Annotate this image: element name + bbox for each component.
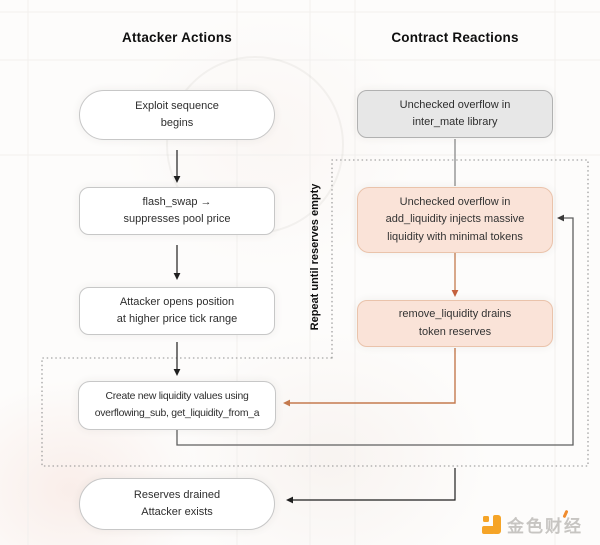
- node-text-line: at higher price tick range: [116, 313, 238, 325]
- arrow-removeliquidity-to-create: [283, 348, 456, 407]
- node-unchecked-overflow-inter-mate: Unchecked overflow in inter_mate library: [357, 90, 553, 138]
- column-header-contract-reactions: Contract Reactions: [391, 30, 519, 45]
- node-text-line: flash_swap →: [142, 195, 212, 208]
- arrow-addliquidity-to-removeliquidity: [451, 253, 459, 297]
- loop-create-to-addliquidity: [176, 214, 574, 446]
- repeat-loop-label: Repeat until reserves empty: [309, 183, 321, 331]
- node-text-line: suppresses pool price: [123, 213, 231, 225]
- node-reserves-drained: Reserves drained Attacker exists: [79, 478, 275, 530]
- node-text-line: Reserves drained: [133, 488, 221, 501]
- repeat-loop-dashed-region: [41, 159, 589, 467]
- node-attacker-opens-position: Attacker opens position at higher price …: [79, 287, 275, 335]
- jinse-logo-text: 金色财经: [507, 516, 583, 536]
- node-text-line: remove_liquidity drains: [398, 308, 512, 321]
- node-remove-liquidity-drains: remove_liquidity drains token reserves: [357, 300, 553, 347]
- node-text-line: Create new liquidity values using: [105, 391, 249, 403]
- node-text-line: overflowing_sub, get_liquidity_from_a: [94, 407, 260, 419]
- node-text-line: Unchecked overflow in: [399, 196, 511, 209]
- arrow-flashswap-to-position: [173, 245, 181, 280]
- jinse-logo-icon: [482, 514, 501, 534]
- node-text-line: begins: [160, 117, 194, 129]
- node-create-liquidity-values: Create new liquidity values using overfl…: [78, 381, 276, 430]
- arrow-position-to-create: [173, 342, 181, 376]
- node-text-line: Unchecked overflow in: [399, 98, 511, 111]
- node-flash-swap: flash_swap → suppresses pool price: [79, 187, 275, 235]
- node-text-line: Attacker opens position: [119, 295, 235, 308]
- node-text-line: token reserves: [418, 325, 492, 338]
- column-header-attacker-actions: Attacker Actions: [122, 30, 232, 45]
- node-text-line: inter_mate library: [412, 116, 498, 128]
- node-text-line: Exploit sequence: [135, 99, 219, 112]
- node-text-line: Attacker exists: [141, 506, 213, 518]
- node-text-line: add_liquidity injects massive: [385, 213, 525, 226]
- node-unchecked-overflow-add-liquidity: Unchecked overflow in add_liquidity inje…: [357, 187, 553, 253]
- arrow-exploit-to-flashswap: [173, 150, 181, 183]
- arrow-region-to-reserves: [286, 468, 456, 504]
- jinse-finance-watermark: 金色财经: [482, 509, 583, 536]
- node-exploit-sequence-begins: Exploit sequence begins: [79, 90, 275, 140]
- node-text-line: liquidity with minimal tokens: [387, 230, 523, 243]
